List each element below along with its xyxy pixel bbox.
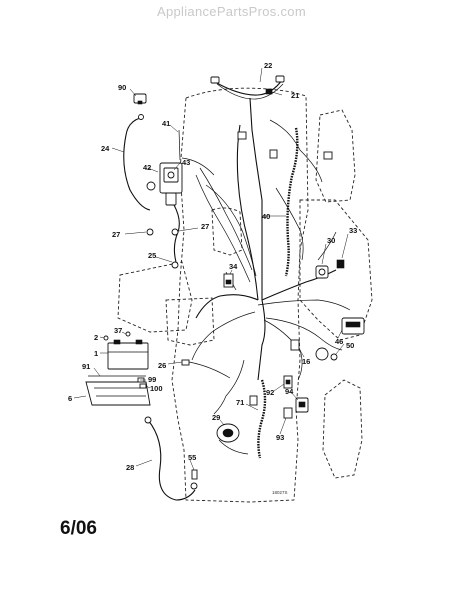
main-harness	[181, 79, 351, 415]
callout-24: 24	[101, 144, 110, 153]
wire-26	[188, 361, 231, 379]
connector-right	[323, 151, 333, 160]
bolt-41	[178, 129, 181, 161]
callout-28: 28	[126, 463, 134, 472]
callout-30: 30	[327, 236, 335, 245]
callout-2: 2	[94, 333, 98, 342]
callout-25: 25	[148, 251, 156, 260]
wire-24	[123, 117, 151, 211]
callout-29: 29	[212, 413, 220, 422]
solenoid-90	[133, 93, 147, 105]
callout-50: 50	[346, 341, 354, 350]
callout-41: 41	[162, 119, 170, 128]
connector-34	[223, 273, 234, 288]
date-code: 6/06	[60, 518, 97, 539]
connector-92	[283, 375, 293, 389]
terminal-25	[171, 261, 179, 269]
callout-90: 90	[118, 83, 126, 92]
callout-43: 43	[182, 158, 190, 167]
switch-30	[315, 265, 329, 279]
terminal-26	[181, 359, 190, 366]
callout-92: 92	[266, 388, 274, 397]
callout-22: 22	[264, 61, 272, 70]
tractor-outline	[117, 87, 373, 503]
switch-50	[315, 347, 338, 361]
connector-22	[210, 75, 285, 84]
callout-27b: 27	[201, 222, 209, 231]
callout-94: 94	[285, 387, 294, 396]
coiled-harness-40	[284, 127, 299, 277]
bolt-55	[190, 469, 198, 490]
terminal-28	[144, 416, 152, 424]
terminal-27a	[146, 228, 154, 236]
module-46	[341, 317, 365, 335]
callout-16: 16	[302, 357, 310, 366]
callout-26: 26	[158, 361, 166, 370]
terminal-27b	[171, 228, 179, 236]
drawing-code: 18027S	[272, 490, 288, 495]
wire-24-terminal	[138, 114, 144, 120]
callout-99: 99	[148, 375, 156, 384]
callout-numbers: 22 21 90 41 24 42 43 40 27 27 25 30 33 3…	[68, 61, 357, 495]
bolt-2	[103, 335, 109, 341]
callout-34: 34	[229, 262, 238, 271]
watermark: AppliancePartsPros.com	[157, 4, 306, 19]
battery-1	[107, 339, 149, 370]
switch-29	[216, 423, 249, 455]
connector-33	[336, 259, 345, 269]
leader-lines	[73, 67, 349, 471]
battery-tray-6	[85, 381, 151, 406]
connector-upper	[237, 131, 247, 140]
connector-lower	[249, 395, 258, 406]
callout-6: 6	[68, 394, 72, 403]
switch-42-43	[146, 162, 183, 206]
callout-42: 42	[143, 163, 151, 172]
connector-21	[265, 88, 273, 95]
callout-91: 91	[82, 362, 90, 371]
callout-40: 40	[262, 212, 270, 221]
callout-100: 100	[150, 384, 163, 393]
nut-37	[125, 331, 131, 337]
connector-16	[290, 339, 300, 351]
callout-71: 71	[236, 398, 244, 407]
wire-28	[147, 419, 196, 501]
callout-46: 46	[335, 337, 343, 346]
callout-33: 33	[349, 226, 357, 235]
part-100	[139, 383, 147, 389]
switch-94	[295, 397, 309, 413]
callout-1: 1	[94, 349, 98, 358]
callout-93: 93	[276, 433, 284, 442]
connector-upper-right	[269, 149, 278, 159]
part-93	[283, 407, 293, 419]
callout-37: 37	[114, 326, 122, 335]
callout-55: 55	[188, 453, 196, 462]
callout-21: 21	[291, 91, 299, 100]
coiled-wire-71	[257, 379, 267, 459]
callout-27a: 27	[112, 230, 120, 239]
